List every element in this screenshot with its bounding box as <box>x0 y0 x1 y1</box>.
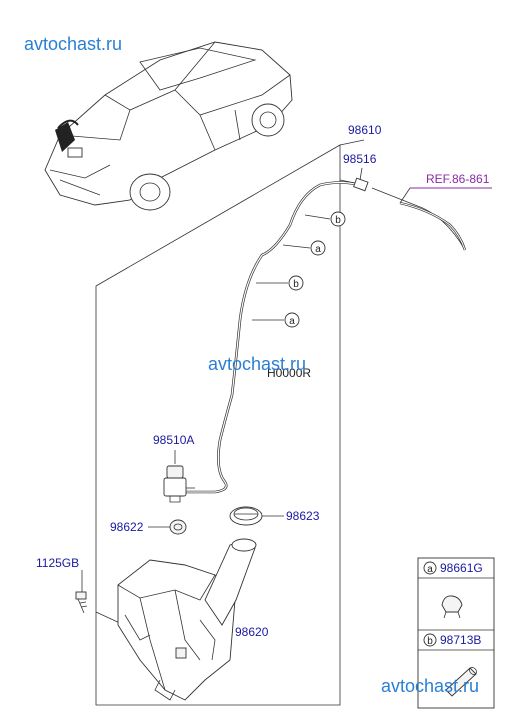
legend-part-b: 98713B <box>440 633 481 647</box>
svg-text:a: a <box>289 316 295 327</box>
svg-text:a: a <box>315 244 321 255</box>
svg-text:b: b <box>293 279 299 290</box>
legend-row-a: a 98661G <box>423 561 483 575</box>
svg-text:b: b <box>335 215 341 226</box>
legend-box: a 98661G b 98713B <box>417 557 495 709</box>
label-ref: REF.86-861 <box>426 172 490 186</box>
watermark-middle: avtochast.ru <box>208 354 306 374</box>
svg-text:b: b <box>427 636 433 647</box>
car-illustration <box>44 41 293 211</box>
leader-lines <box>81 139 365 633</box>
legend-row-b: b 98713B <box>423 633 481 647</box>
clip-icon <box>441 595 463 619</box>
label-98516: 98516 <box>343 152 377 166</box>
label-98623: 98623 <box>286 509 320 523</box>
label-98510a: 98510A <box>153 433 194 447</box>
label-98622: 98622 <box>110 520 144 534</box>
marker-a-2: a <box>284 312 300 328</box>
hose-routing <box>185 177 467 494</box>
legend-part-a: 98661G <box>440 561 483 575</box>
label-98610: 98610 <box>348 123 382 137</box>
svg-text:a: a <box>427 564 433 575</box>
filler-cap <box>229 506 263 526</box>
watermark-top: avtochast.ru <box>24 34 122 54</box>
marker-b-2: b <box>288 275 304 291</box>
washer-pump <box>163 465 195 503</box>
frame <box>95 144 341 706</box>
marker-b-1: b <box>330 211 346 227</box>
washer-reservoir <box>117 538 257 701</box>
label-hose: H0000R <box>267 366 311 380</box>
marker-a-1: a <box>310 240 326 256</box>
watermark-bottom: avtochast.ru <box>381 676 479 696</box>
grommet <box>169 519 187 535</box>
label-1125gb: 1125GB <box>36 556 79 570</box>
label-98620: 98620 <box>235 625 269 639</box>
tube-icon <box>445 667 477 697</box>
bolt <box>75 591 88 614</box>
